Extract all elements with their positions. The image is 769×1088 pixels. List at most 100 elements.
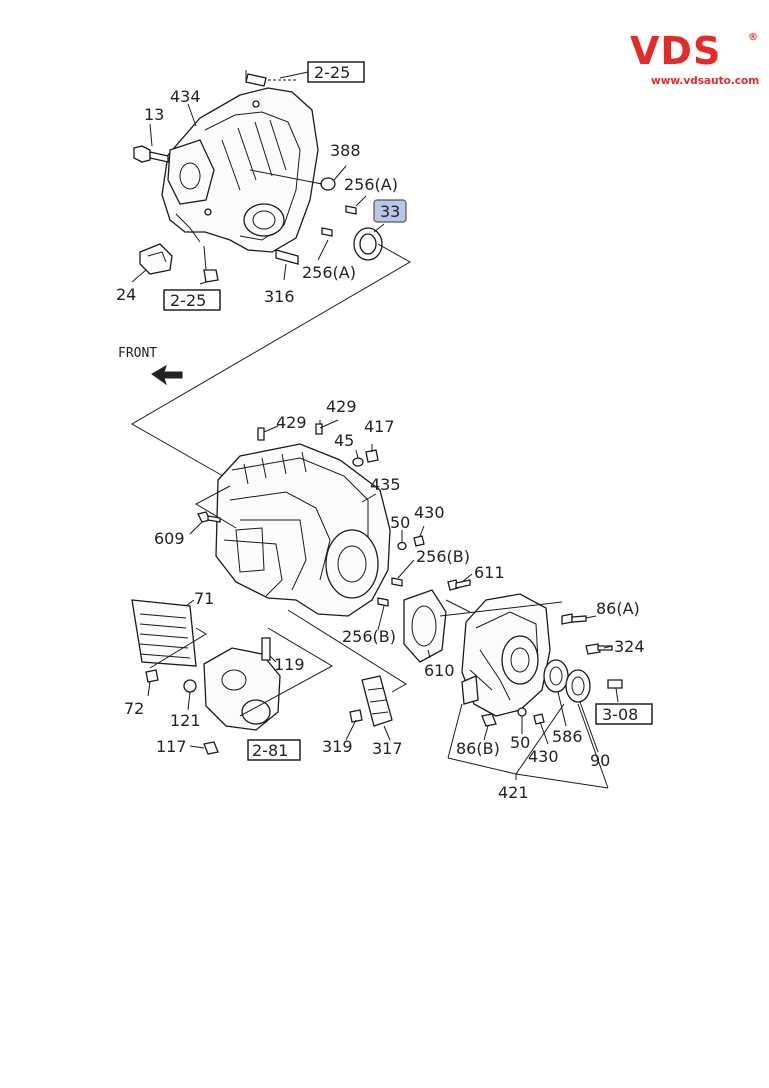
label-45: 45: [334, 431, 354, 450]
label-50-lower: 50: [510, 733, 530, 752]
bolt-13: [133, 145, 169, 163]
rear-housing-421: [461, 593, 551, 717]
bolt-609: [197, 511, 221, 523]
label-50-upper: 50: [390, 513, 410, 532]
ref-2-81-label: 2-81: [252, 741, 288, 760]
bolt-2-25-bottom: [203, 245, 219, 283]
nut-121: [183, 679, 197, 693]
cover-71: [131, 599, 197, 667]
bolt-117: [203, 741, 219, 755]
dowel-256b-upper: [391, 577, 403, 587]
label-13: 13: [144, 105, 164, 124]
label-90: 90: [590, 751, 610, 770]
label-434: 434: [170, 87, 201, 106]
bell-housing-434: [161, 87, 319, 253]
guide-86a: [439, 601, 563, 617]
label-324: 324: [614, 637, 645, 656]
guide-71: [149, 627, 207, 669]
bolt-2-25-top: [245, 70, 296, 87]
guide-317: [287, 609, 407, 693]
dowel-256b-lower: [377, 597, 389, 607]
front-arrow-icon: [151, 364, 183, 386]
label-429-right: 429: [326, 397, 357, 416]
label-429-left: 429: [276, 413, 307, 432]
label-435: 435: [370, 475, 401, 494]
seal-586: [543, 659, 569, 693]
o-ring-45: [352, 457, 364, 467]
label-256a-top: 256(A): [344, 175, 398, 194]
label-256a-bottom: 256(A): [302, 263, 356, 282]
cover-317: [361, 675, 393, 727]
label-611: 611: [474, 563, 505, 582]
seal-90: [565, 669, 591, 703]
guide-rear: [445, 599, 471, 613]
bracket-421-legs: [447, 703, 609, 789]
bolt-324: [585, 643, 613, 655]
vds-logo: VDS ® www.vdsauto.com: [630, 29, 759, 87]
logo-registered-mark: ®: [748, 32, 758, 43]
stud-119: [261, 637, 271, 661]
guide-609: [194, 485, 237, 529]
bolt-319: [349, 709, 363, 723]
ref-box-2-25-top[interactable]: 2-25: [307, 61, 365, 83]
label-71: 71: [194, 589, 214, 608]
label-24: 24: [116, 285, 136, 304]
washer-50-upper: [397, 541, 407, 551]
ref-box-2-81[interactable]: 2-81: [247, 739, 301, 761]
stud-3-08: [607, 679, 623, 689]
label-121: 121: [170, 711, 201, 730]
oil-seal-33: [353, 227, 383, 261]
logo-url: www.vdsauto.com: [651, 75, 759, 87]
label-417: 417: [364, 417, 395, 436]
label-33: 33: [380, 202, 400, 221]
pump-2-81: [203, 647, 281, 731]
bolt-72: [145, 669, 159, 683]
label-86a: 86(A): [596, 599, 640, 618]
label-586: 586: [552, 727, 583, 746]
ref-2-25-top-label: 2-25: [314, 63, 350, 82]
ref-box-2-25-bottom[interactable]: 2-25: [163, 289, 221, 311]
label-256b-bottom: 256(B): [342, 627, 396, 646]
label-72: 72: [124, 699, 144, 718]
label-319: 319: [322, 737, 353, 756]
label-317: 317: [372, 739, 403, 758]
ref-2-25-bottom-label: 2-25: [170, 291, 206, 310]
front-label: FRONT: [118, 346, 157, 361]
alignment-line-upper: [130, 243, 412, 481]
label-119: 119: [274, 655, 305, 674]
plug-388: [249, 169, 336, 191]
guide-pump: [239, 627, 334, 717]
gasket-316: [275, 249, 299, 265]
bolt-86b: [481, 713, 497, 727]
plug-417: [365, 449, 379, 463]
label-86b: 86(B): [456, 739, 500, 758]
bolt-86a: [561, 613, 587, 625]
callout-labels: 434 13 388 256(A) 256(A) 316 24 429 429 …: [116, 87, 645, 802]
ref-3-08-label: 3-08: [602, 705, 638, 724]
highlight-box-33[interactable]: 33: [373, 199, 407, 223]
pin-429-right: [315, 420, 323, 435]
plug-430-upper: [413, 535, 425, 547]
leader-lines: [131, 71, 619, 753]
label-388: 388: [330, 141, 361, 160]
label-609: 609: [154, 529, 185, 548]
label-421: 421: [498, 783, 529, 802]
dowel-256a-top: [345, 205, 357, 215]
bolt-611: [447, 579, 471, 591]
pin-429-left: [257, 427, 265, 441]
gasket-610: [403, 589, 447, 663]
label-610: 610: [424, 661, 455, 680]
logo-text: VDS: [630, 29, 721, 73]
ref-box-3-08[interactable]: 3-08: [595, 703, 653, 725]
dowel-256a-bottom: [321, 227, 333, 237]
label-430-upper: 430: [414, 503, 445, 522]
label-316: 316: [264, 287, 295, 306]
label-117: 117: [156, 737, 187, 756]
label-256b-top: 256(B): [416, 547, 470, 566]
washer-50-lower: [517, 707, 527, 717]
transmission-case-435: [215, 443, 391, 617]
label-430-lower: 430: [528, 747, 559, 766]
cover-24: [139, 243, 173, 275]
plug-430-lower: [533, 713, 545, 725]
